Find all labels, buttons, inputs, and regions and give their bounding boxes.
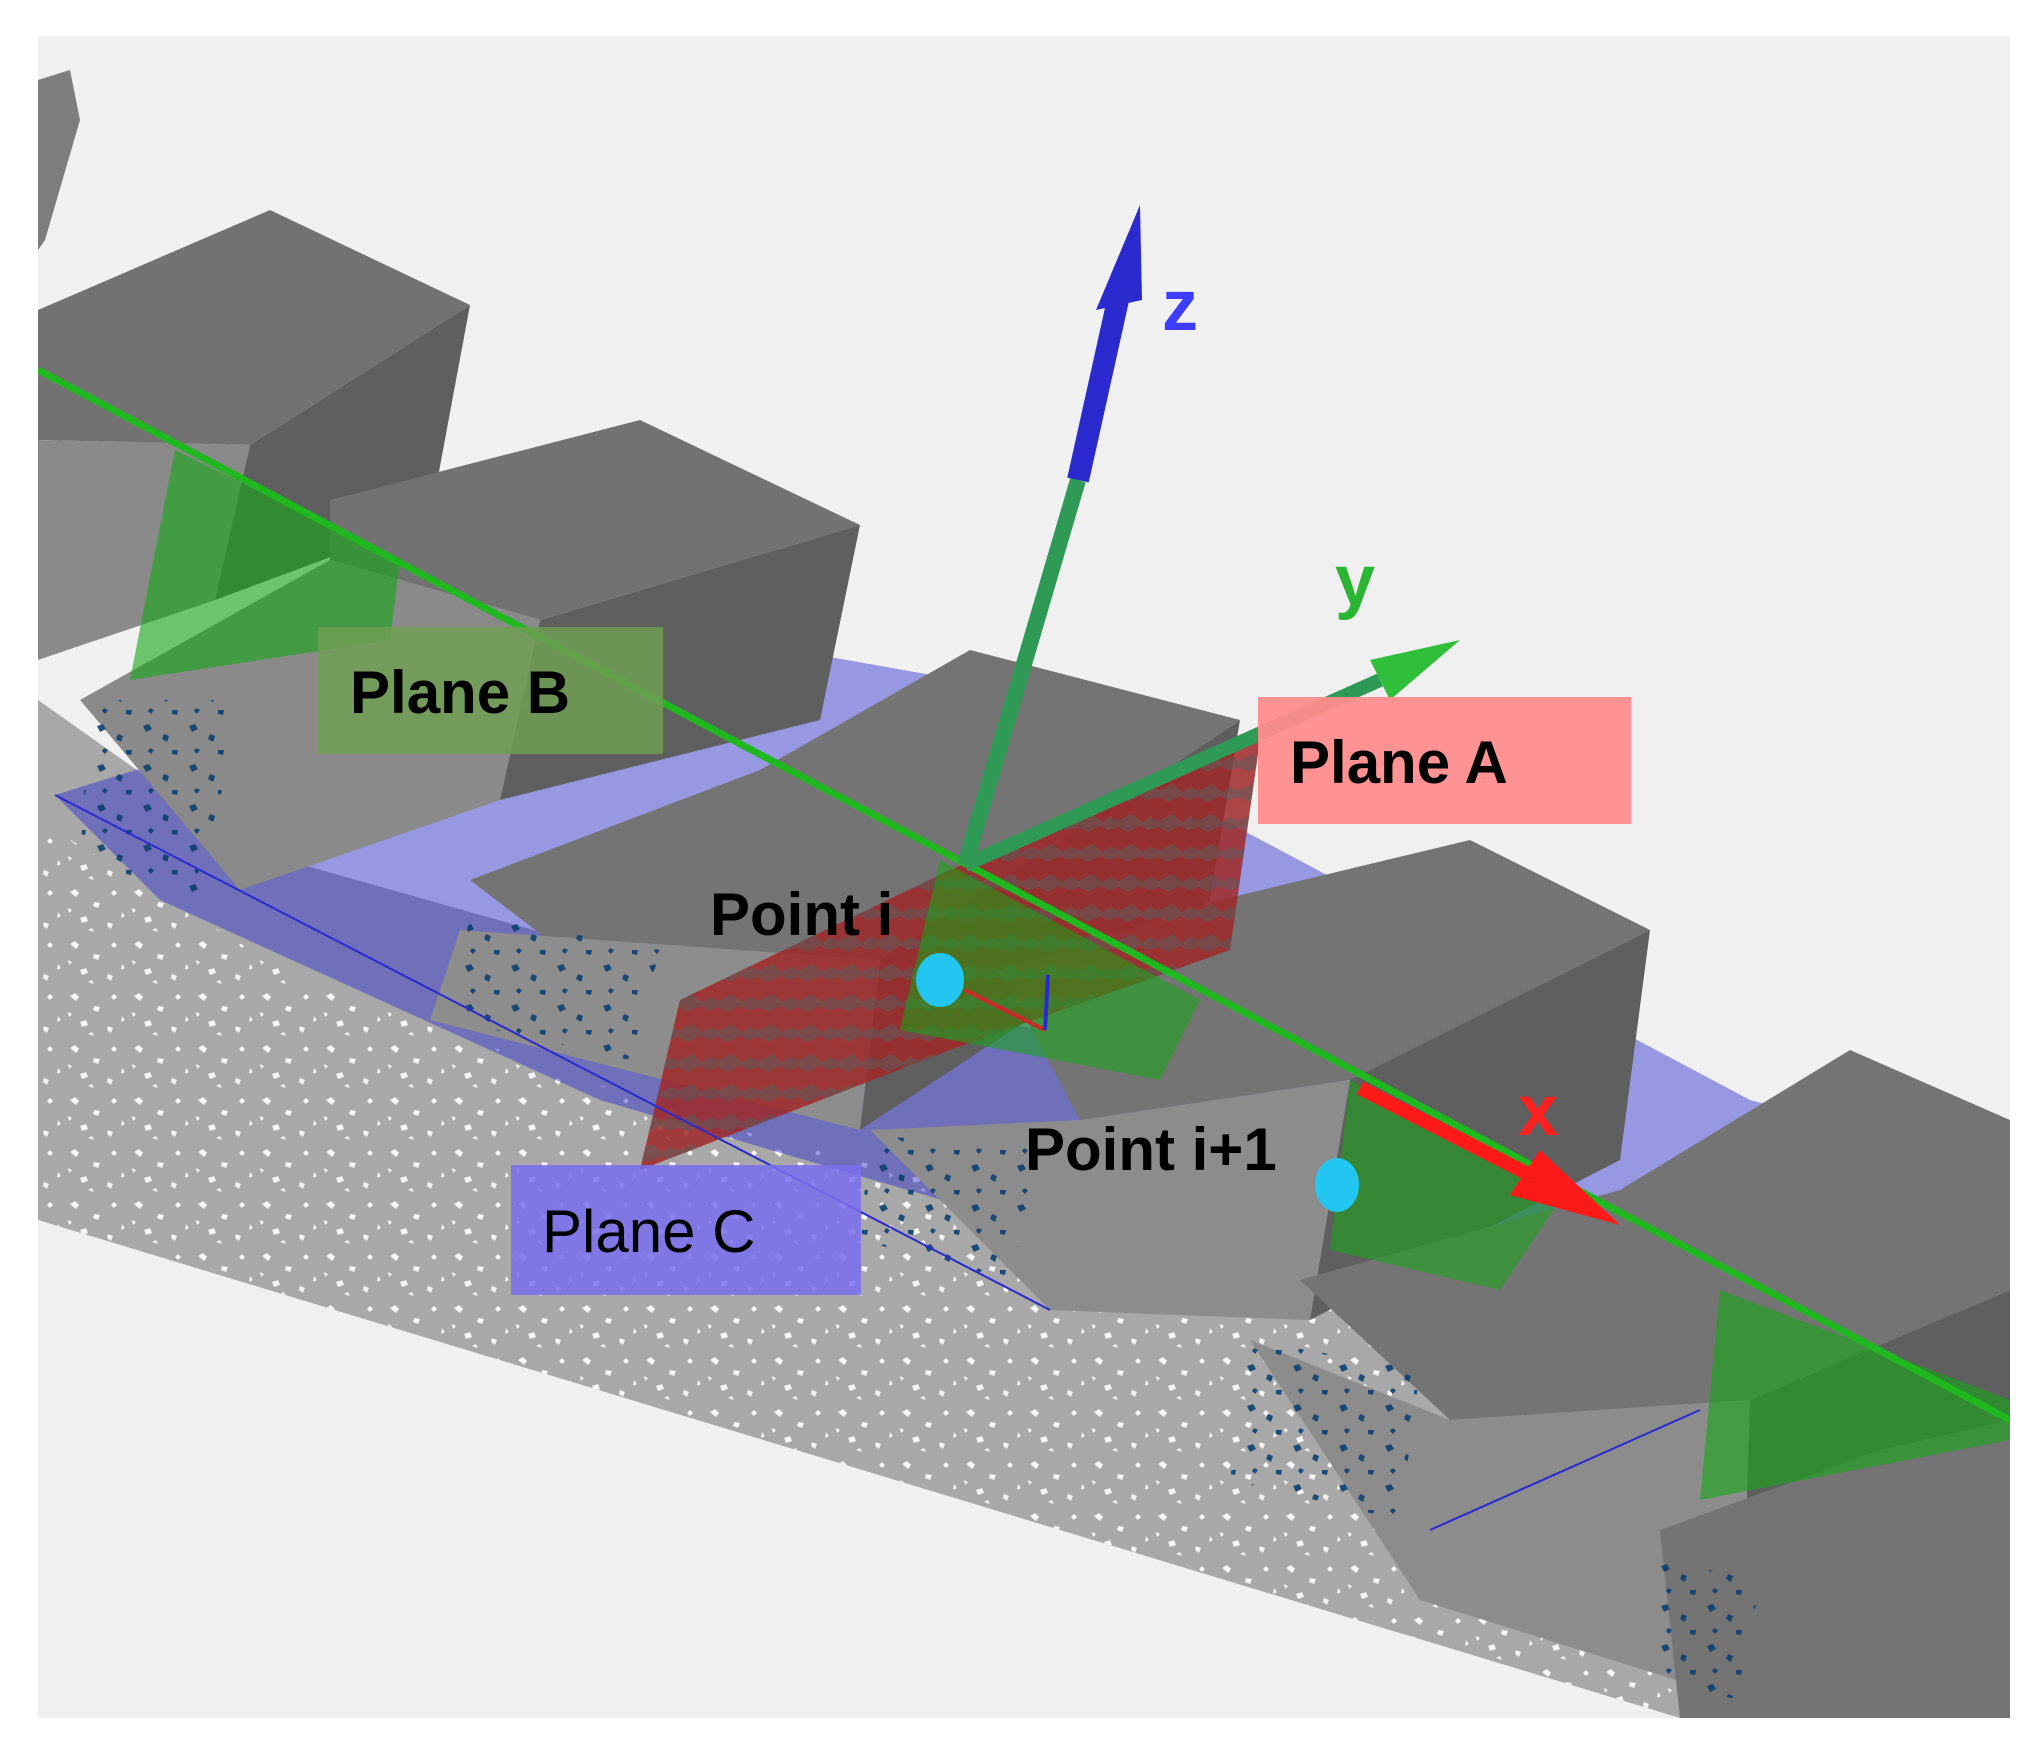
z-axis-upper <box>1067 297 1129 483</box>
point-i-marker <box>916 953 964 1007</box>
z-axis-arrowhead <box>1096 205 1142 310</box>
tooth-partial-top-left <box>38 70 80 250</box>
speckle-side-5 <box>1650 1560 1760 1700</box>
plane-c-label-box <box>511 1165 861 1295</box>
plane-a-label-box <box>1258 697 1631 824</box>
speckle-side-3 <box>860 1135 1040 1280</box>
speckle-side-1 <box>80 700 240 900</box>
plane-c-edge-line <box>54 794 1051 1311</box>
local-axis-red <box>964 988 1046 1032</box>
point-i-plus-1-marker <box>1315 1158 1359 1212</box>
plane-b-label-box <box>318 627 663 754</box>
x-axis-label: x <box>1518 1071 1558 1151</box>
x-axis-guide-line <box>38 366 2010 1424</box>
local-axis-blue <box>1043 974 1050 1031</box>
x-axis-shaft <box>1356 1081 1534 1182</box>
plane-b-surface-left <box>130 450 400 680</box>
plane-c-edge-line-2 <box>1429 1409 1701 1531</box>
speckle-side-2 <box>450 915 660 1060</box>
plane-b-surface-center <box>900 860 1200 1080</box>
plane-c-label: Plane C <box>542 1198 755 1265</box>
mesh-scene <box>38 70 2010 1718</box>
plane-a-label: Plane A <box>1290 729 1508 796</box>
z-axis-shaft <box>957 477 1086 868</box>
point-i-plus-1-label: Point i+1 <box>1025 1116 1277 1183</box>
x-axis-arrowhead <box>1510 1150 1620 1225</box>
plane-b-surface-right <box>1700 1290 2010 1500</box>
plane-b-surface-mid <box>1330 1080 1560 1290</box>
plane-b-label: Plane B <box>350 659 570 726</box>
z-axis-label: z <box>1162 266 1198 346</box>
speckle-side-4 <box>1230 1340 1420 1520</box>
y-axis-arrowhead <box>1370 640 1460 700</box>
point-i-label: Point i <box>710 881 893 948</box>
y-axis-label: y <box>1335 541 1375 621</box>
